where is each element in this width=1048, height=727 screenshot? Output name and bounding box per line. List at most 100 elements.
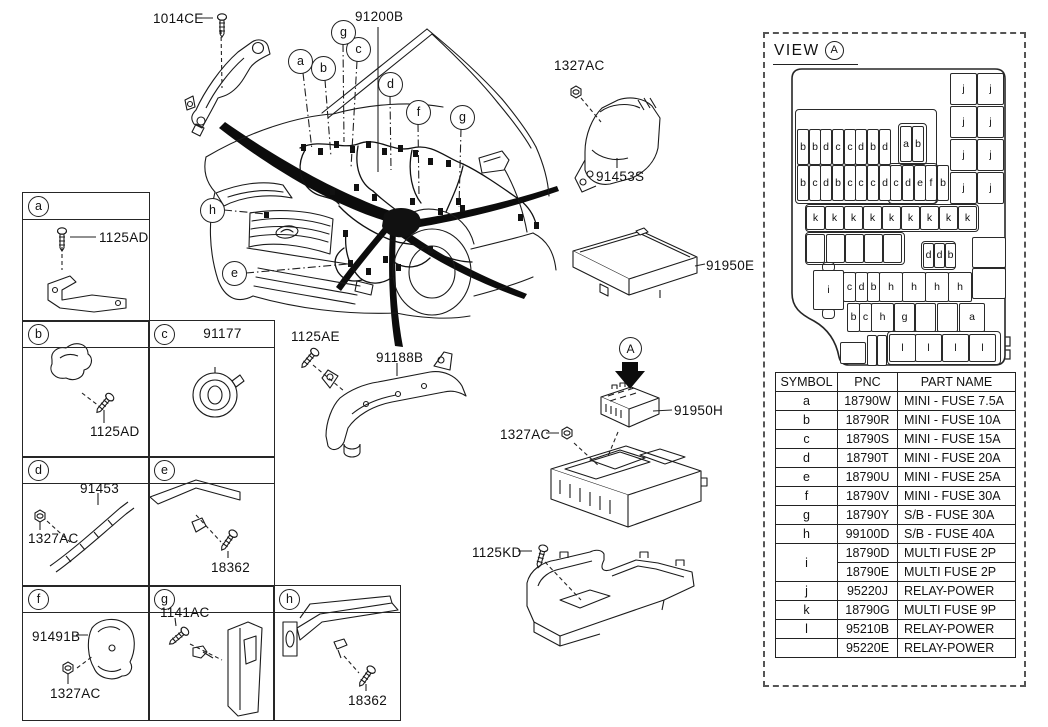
fuse-cell-k: k — [939, 206, 958, 230]
fuse-cell-h: h — [925, 272, 949, 302]
fuse-cell-l: l — [942, 334, 969, 362]
pnc-cell: 18790Y — [837, 505, 898, 525]
left-panel-cell-b: b — [22, 320, 150, 458]
cell-letter-badge: g — [154, 589, 175, 610]
fuse-cell-b: b — [945, 243, 956, 268]
part-name-cell: S/B - FUSE 40A — [897, 524, 1016, 544]
left-panel-part-art — [47, 275, 399, 717]
symbol-cell: j — [775, 581, 838, 601]
fuse-cell-h: h — [948, 272, 972, 302]
pnc-cell: 18790D — [837, 543, 898, 563]
fuse-cell-b: b — [867, 129, 879, 165]
part-name-cell: MINI - FUSE 25A — [897, 467, 1016, 487]
col-symbol: SYMBOL — [775, 372, 838, 392]
pnc-cell: 99100D — [837, 524, 898, 544]
fusebox-outline — [791, 68, 1011, 366]
pnc-cell: 18790R — [837, 410, 898, 430]
fuse-cell-blank — [845, 234, 864, 263]
bracket-91188b-art — [321, 351, 467, 458]
fuse-cell-blank — [915, 303, 936, 332]
fuse-cell-k: k — [958, 206, 977, 230]
fusebox-top-91950h-art — [600, 382, 660, 428]
part-name-cell: RELAY-POWER — [897, 581, 1016, 601]
bolt-icon — [533, 543, 550, 570]
part-label: 1327AC — [28, 531, 79, 546]
view-a-marker: A — [619, 337, 642, 360]
cell-letter-badge: d — [28, 460, 49, 481]
symbol-cell — [775, 638, 838, 658]
symbol-cell: g — [775, 505, 838, 525]
pnc-cell: 95220E — [837, 638, 898, 658]
part-name-cell: RELAY-POWER — [897, 619, 1016, 639]
part-name-cell: MULTI FUSE 2P — [897, 562, 1016, 582]
view-a-arrow-icon — [615, 362, 645, 389]
fusebox-lower-tray-art — [526, 549, 695, 647]
pnc-cell: 18790V — [837, 486, 898, 506]
fuse-cell-c: c — [832, 129, 844, 165]
fuse-group — [898, 123, 927, 165]
part-label: 91453 — [80, 481, 120, 496]
callout-e: e — [222, 261, 247, 286]
fuse-cell-g: g — [894, 303, 915, 332]
pnc-cell: 95210B — [837, 619, 898, 639]
cell-letter-badge: e — [154, 460, 175, 481]
part-name-cell: MULTI FUSE 2P — [897, 543, 1016, 563]
cell-header: a — [23, 193, 149, 220]
part-label: 91950H — [674, 403, 724, 418]
symbol-cell: k — [775, 600, 838, 620]
part-name-cell: MINI - FUSE 15A — [897, 429, 1016, 449]
symbol-cell: l — [775, 619, 838, 639]
callout-g: g — [450, 105, 475, 130]
cell-letter-badge: b — [28, 324, 49, 345]
fuse-cell-d: d — [820, 129, 832, 165]
fuse-cell-d: d — [879, 129, 891, 165]
fuse-group — [795, 109, 937, 204]
fuse-cell-d: d — [934, 243, 945, 268]
symbol-cell: a — [775, 391, 838, 411]
fuse-cell-blank — [972, 268, 1006, 299]
pnc-cell: 18790W — [837, 391, 898, 411]
cell-letter-badge: f — [28, 589, 49, 610]
fuse-cell-k: k — [920, 206, 939, 230]
part-label: 18362 — [211, 560, 251, 575]
left-panel-cell-a: a — [22, 192, 150, 322]
fuse-cell-a: a — [959, 303, 985, 332]
cell-header: f — [23, 586, 149, 613]
fuse-cell-b: b — [937, 165, 949, 201]
fuse-cell-blank — [883, 234, 902, 263]
part-name-cell: MULTI FUSE 9P — [897, 600, 1016, 620]
cell-letter-badge: a — [28, 196, 49, 217]
part-label: 18362 — [348, 693, 388, 708]
nut-icon — [561, 426, 573, 440]
fuse-cell-j: j — [977, 172, 1004, 204]
part-label: 1125AE — [291, 329, 340, 344]
cell-header: d — [23, 457, 149, 484]
pnc-cell: 18790E — [837, 562, 898, 582]
fuse-cell-c: c — [867, 165, 879, 201]
pnc-cell: 18790S — [837, 429, 898, 449]
fuse-cell-k: k — [806, 206, 825, 230]
fuse-cell-c: c — [890, 165, 902, 201]
callout-g: g — [331, 20, 356, 45]
fuse-cell-h: h — [871, 303, 894, 332]
fuse-cell-j: j — [977, 73, 1004, 105]
left-panel-cell-f: f — [22, 585, 150, 721]
fuse-cell-blank — [826, 234, 845, 263]
car-front-art — [203, 28, 557, 319]
cell-letter-badge: c — [154, 324, 175, 345]
fuse-cell-c: c — [855, 165, 867, 201]
fuse-cell-blank — [806, 234, 825, 263]
fuse-cell-l: l — [915, 334, 942, 362]
fuse-group — [805, 232, 905, 265]
